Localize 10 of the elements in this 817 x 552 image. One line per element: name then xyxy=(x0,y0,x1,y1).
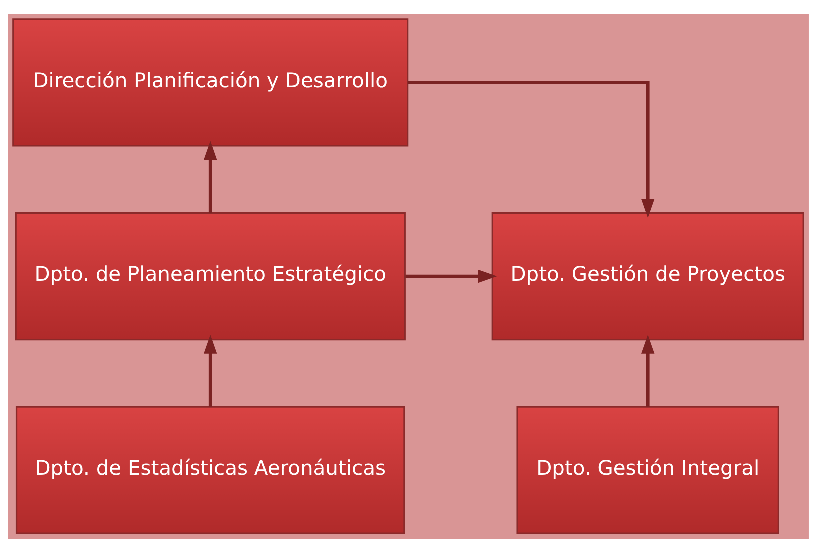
node-box: Dpto. Gestión Integral xyxy=(516,406,780,534)
node-box: Dpto. de Estadísticas Aeronáuticas xyxy=(16,406,406,534)
arrow xyxy=(406,269,498,283)
node-box: Dirección Planificación y Desarrollo xyxy=(12,18,409,146)
arrow xyxy=(642,334,655,406)
arrow xyxy=(408,80,655,218)
node-box: Dpto. de Planeamiento Estratégico xyxy=(15,212,406,340)
node-box: Dpto. Gestión de Proyectos xyxy=(492,212,804,340)
arrow xyxy=(204,140,218,213)
arrow xyxy=(204,334,218,406)
